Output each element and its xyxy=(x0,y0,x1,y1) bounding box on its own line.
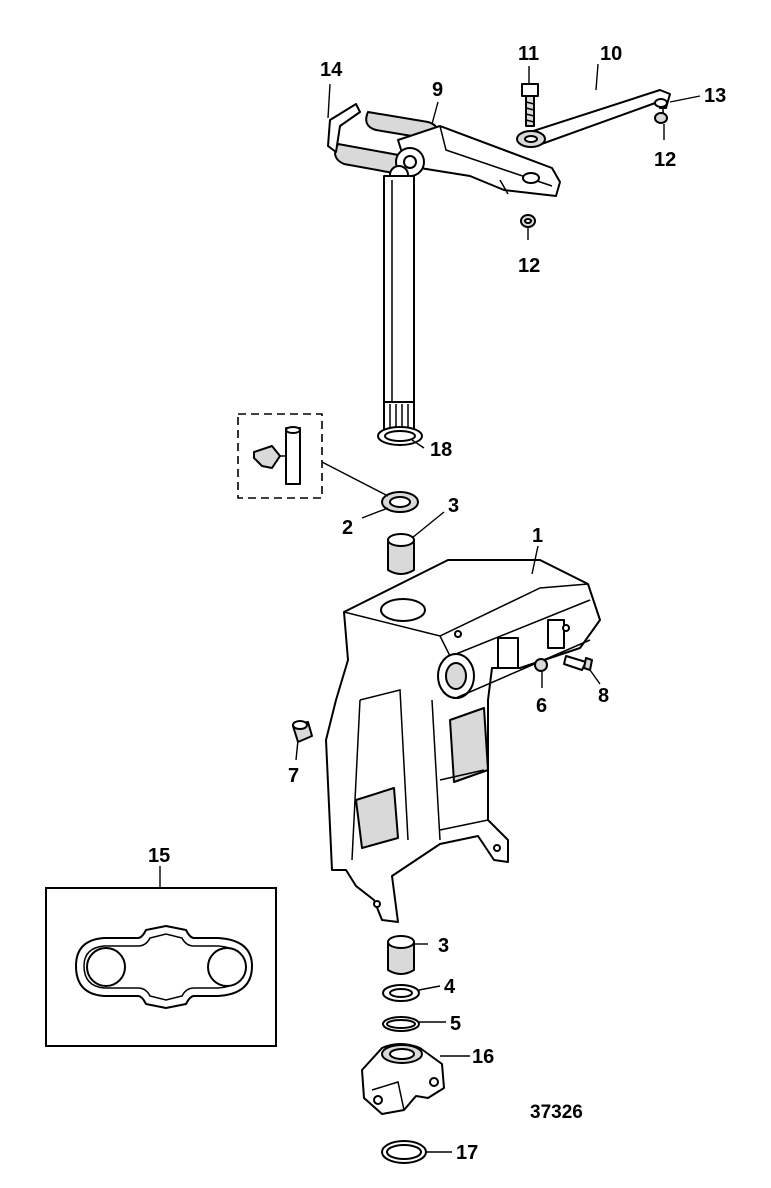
steering-shaft xyxy=(383,175,415,441)
nut-12-lower xyxy=(520,214,536,228)
bushing-3-top xyxy=(387,533,415,575)
callout-4: 4 xyxy=(444,976,456,998)
plug-7 xyxy=(292,720,313,743)
bolt-11 xyxy=(521,83,539,127)
callout-15: 15 xyxy=(148,845,170,867)
callout-8: 8 xyxy=(598,685,609,707)
washer-5 xyxy=(382,1016,420,1032)
grease-fitting-inset xyxy=(237,413,323,499)
callout-1: 1 xyxy=(532,525,543,547)
callout-5: 5 xyxy=(450,1013,461,1035)
callout-2: 2 xyxy=(342,517,353,539)
washer-13 xyxy=(654,98,668,108)
retaining-ring-4 xyxy=(382,984,420,1002)
callout-16: 16 xyxy=(472,1046,494,1068)
yoke-16 xyxy=(361,1043,445,1115)
screw-8 xyxy=(563,655,593,671)
callout-18: 18 xyxy=(430,439,452,461)
swivel-bracket-1 xyxy=(325,559,601,923)
callout-6: 6 xyxy=(536,695,547,717)
seal-2 xyxy=(381,491,419,513)
callout-labels: 14 9 11 10 13 12 12 18 2 3 1 6 8 7 15 3 … xyxy=(148,43,726,1164)
bushing-3-bottom xyxy=(387,935,415,975)
callout-12-lower: 12 xyxy=(518,255,540,277)
callout-3-bottom: 3 xyxy=(438,935,449,957)
nut-12-right xyxy=(654,112,668,124)
callout-13: 13 xyxy=(704,85,726,107)
callout-9: 9 xyxy=(432,79,443,101)
callout-3-top: 3 xyxy=(448,495,459,517)
reference-number: 37326 xyxy=(530,1102,583,1123)
ring-17 xyxy=(381,1140,427,1164)
link-rod-10 xyxy=(516,89,671,148)
callout-11: 11 xyxy=(518,43,539,65)
leader-lines xyxy=(159,63,701,1153)
fitting-6 xyxy=(534,658,548,672)
callout-10: 10 xyxy=(600,43,622,65)
seal-18 xyxy=(377,426,423,446)
callout-17: 17 xyxy=(456,1142,478,1164)
callout-7: 7 xyxy=(288,765,299,787)
bracket-14 xyxy=(327,103,361,153)
gasket-15 xyxy=(45,887,277,1047)
callout-12-right: 12 xyxy=(654,149,676,171)
callout-14: 14 xyxy=(320,59,343,81)
